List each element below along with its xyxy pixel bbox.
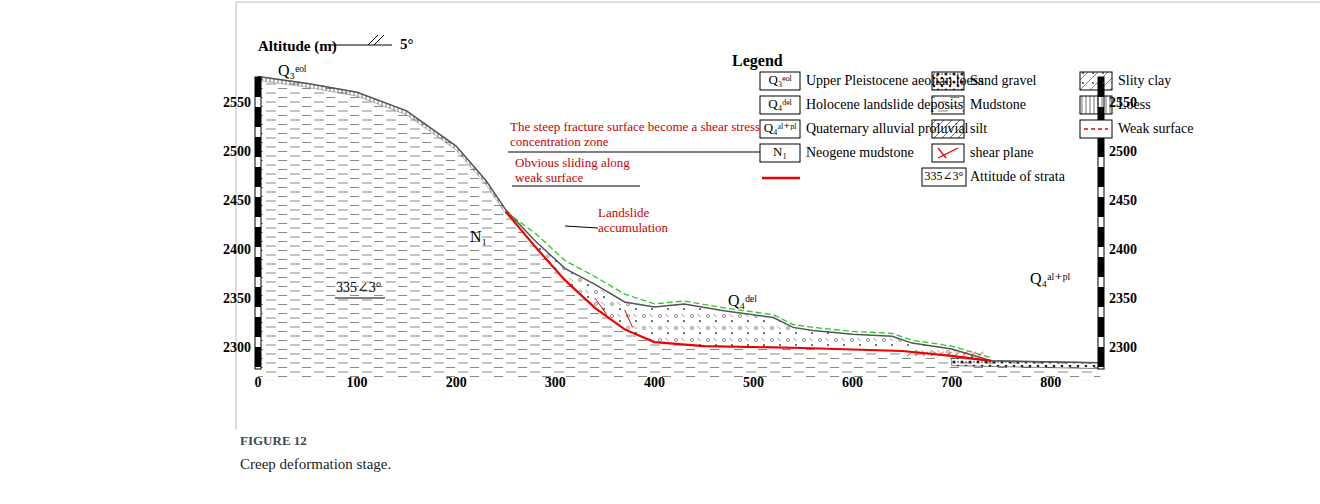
axis-number: 500 [743, 375, 764, 391]
axis-number: 400 [644, 375, 665, 391]
unit-symbol: Q₃ᵉᵒˡ [768, 73, 791, 88]
legend-text: Quaternary alluvial proluvial [806, 121, 969, 137]
ground-surface [258, 77, 1100, 363]
axis-number: 2300 [1109, 340, 1137, 356]
unit-symbol: Q₃ᵉᵒˡ [278, 62, 307, 80]
slip-surface [506, 212, 992, 361]
legend-text: shear plane [970, 145, 1033, 161]
legend-text: Upper Pleistocene aeolian loess [806, 73, 984, 89]
axis-number: 2300 [223, 340, 251, 356]
unit-symbol: N₁ [773, 145, 787, 160]
legend-text: Loess [1118, 97, 1151, 113]
legend-text: Sand gravel [970, 73, 1036, 89]
loess-cover [258, 77, 506, 214]
unit-symbol: Q₄ᵈᵉˡ [728, 292, 757, 310]
legend-text: Holocene landslide deposits [806, 97, 963, 113]
unit-symbol: N₁ [470, 228, 487, 246]
axis-number: 2500 [223, 144, 251, 160]
axis-number: 2450 [1109, 193, 1137, 209]
unit-symbol: Q₄ᵈᵉˡ [768, 97, 791, 112]
axis-number: 700 [941, 375, 962, 391]
axis-number: 2500 [1109, 144, 1137, 160]
strata-attitude: 335∠3° [336, 280, 381, 296]
annotation: Landslide accumulation [598, 206, 688, 236]
axis-number: 2450 [223, 193, 251, 209]
axis-title: Altitude (m) [258, 38, 337, 55]
annotation: The steep fracture surface become a shea… [510, 120, 785, 150]
axis-number: 2350 [223, 291, 251, 307]
unit-symbol: Q₄ᵃˡ⁺ᵖˡ [764, 121, 797, 136]
axis-number: 800 [1040, 375, 1061, 391]
mudstone [258, 77, 1100, 381]
legend-text: Attitude of strata [970, 169, 1065, 185]
legend-text: Neogene mudstone [806, 145, 914, 161]
figure-number: FIGURE 12 [240, 434, 307, 449]
axis-number: 2400 [223, 242, 251, 258]
axis-number: 100 [347, 375, 368, 391]
legend-text: silt [970, 121, 987, 137]
unit-symbol: Q₄ᵃˡ⁺ᵖˡ [1030, 270, 1070, 288]
legend-text: Weak surface [1118, 121, 1193, 137]
axis-number: 2350 [1109, 291, 1137, 307]
former-surface [506, 212, 992, 358]
legend-title: Legend [732, 52, 783, 70]
axis-number: 0 [255, 375, 262, 391]
axis-number: 2550 [223, 95, 251, 111]
unit-symbol: 335∠3° [925, 170, 964, 184]
scale-angle: 5° [400, 36, 414, 53]
axis-number: 2400 [1109, 242, 1137, 258]
axis-number: 600 [842, 375, 863, 391]
annotation: Obvious sliding along weak surface [515, 156, 640, 186]
axis-number: 200 [446, 375, 467, 391]
axis-number: 300 [545, 375, 566, 391]
caption: Creep deformation stage. [240, 456, 391, 473]
landslide-deposit [506, 210, 992, 361]
legend-text: Mudstone [970, 97, 1026, 113]
legend-text: Slity clay [1118, 73, 1171, 89]
